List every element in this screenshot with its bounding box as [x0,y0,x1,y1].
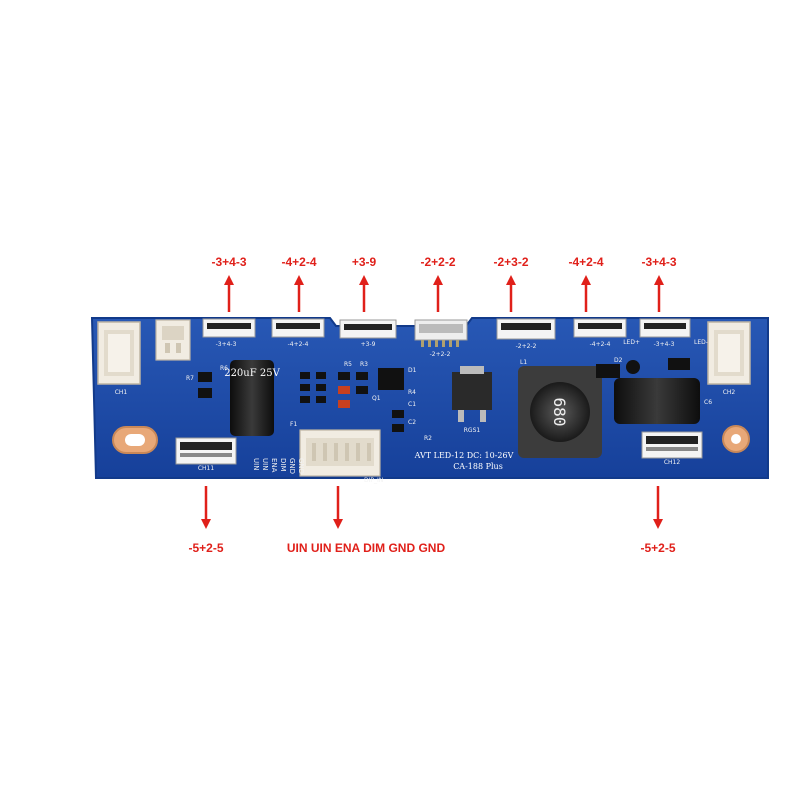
svg-text:C2: C2 [408,419,416,426]
svg-text:Q1: Q1 [372,395,381,402]
fpc-connector-1 [202,318,256,338]
svg-text:CH12: CH12 [664,459,681,466]
inductor-680: 680 [518,366,602,458]
svg-text:+3-9: +3-9 [361,341,376,348]
capacitor-220uf: 220uF 25V [224,360,281,436]
smd-components-left [198,368,404,432]
connector-led [155,319,191,361]
svg-text:GND: GND [297,458,305,474]
top-label-4: -2+2-2 [420,255,456,269]
svg-text:D1: D1 [408,367,417,374]
capacitor-right [596,358,700,424]
svg-text:CH1: CH1 [115,389,128,396]
fpc-connector-4 [414,319,468,347]
top-label-2: -4+2-4 [281,255,317,269]
model-line-2: CA-188 Plus [453,462,503,471]
svg-text:R6: R6 [220,365,228,372]
dip-in-header [299,429,381,477]
svg-text:R4: R4 [408,389,416,396]
svg-text:CH11: CH11 [198,465,215,472]
svg-text:C1: C1 [408,401,416,408]
regulator-chip: RGS1 [452,366,492,434]
svg-text:R5: R5 [344,361,352,368]
svg-text:-3+4-3: -3+4-3 [216,341,237,348]
svg-text:-2+2-2: -2+2-2 [516,343,537,350]
svg-text:-4+2-4: -4+2-4 [590,341,611,348]
bottom-label-right: -5+2-5 [640,541,676,555]
top-label-3: +3-9 [351,255,377,269]
bottom-label-center: UIN UIN ENA DIM GND GND [286,541,446,555]
svg-text:L1: L1 [520,359,527,366]
svg-text:UIN: UIN [252,458,260,470]
svg-text:CH2: CH2 [723,389,736,396]
svg-text:680: 680 [550,398,569,427]
top-label-6: -4+2-4 [568,255,604,269]
svg-text:R3: R3 [360,361,368,368]
top-label-7: -3+4-3 [641,255,677,269]
svg-text:F1: F1 [290,421,297,428]
top-label-5: -2+3-2 [493,255,529,269]
svg-text:LED-: LED- [694,339,708,346]
fpc-connector-ch11 [175,437,237,465]
svg-text:UIN: UIN [261,458,269,470]
svg-text:-2+2-2: -2+2-2 [430,351,451,358]
fpc-connector-6 [573,318,627,338]
svg-text:-3+4-3: -3+4-3 [654,341,675,348]
fpc-connector-5 [496,318,556,340]
fpc-connector-3 [339,319,397,339]
svg-text:R2: R2 [424,435,432,442]
svg-text:GND: GND [288,458,296,474]
svg-text:ENA: ENA [270,458,278,473]
top-label-1: -3+4-3 [211,255,247,269]
svg-text:C6: C6 [704,399,712,406]
svg-text:-4+2-4: -4+2-4 [288,341,309,348]
fpc-connector-2 [271,318,325,338]
svg-text:D2: D2 [614,357,623,364]
svg-text:RGS1: RGS1 [464,427,481,434]
connector-ch2 [707,321,751,385]
fpc-connector-ch12 [641,431,703,459]
connector-ch1 [97,321,141,385]
svg-text:220uF 25V: 220uF 25V [224,368,280,379]
svg-text:R7: R7 [186,375,194,382]
model-line-1: AVT LED-12 DC: 10-26V [414,451,514,460]
svg-text:LED+: LED+ [623,339,640,346]
bottom-label-left: -5+2-5 [188,541,224,555]
fpc-connector-7 [639,318,691,338]
svg-text:DIP_IN: DIP_IN [364,477,383,484]
svg-text:DIM: DIM [279,458,287,472]
